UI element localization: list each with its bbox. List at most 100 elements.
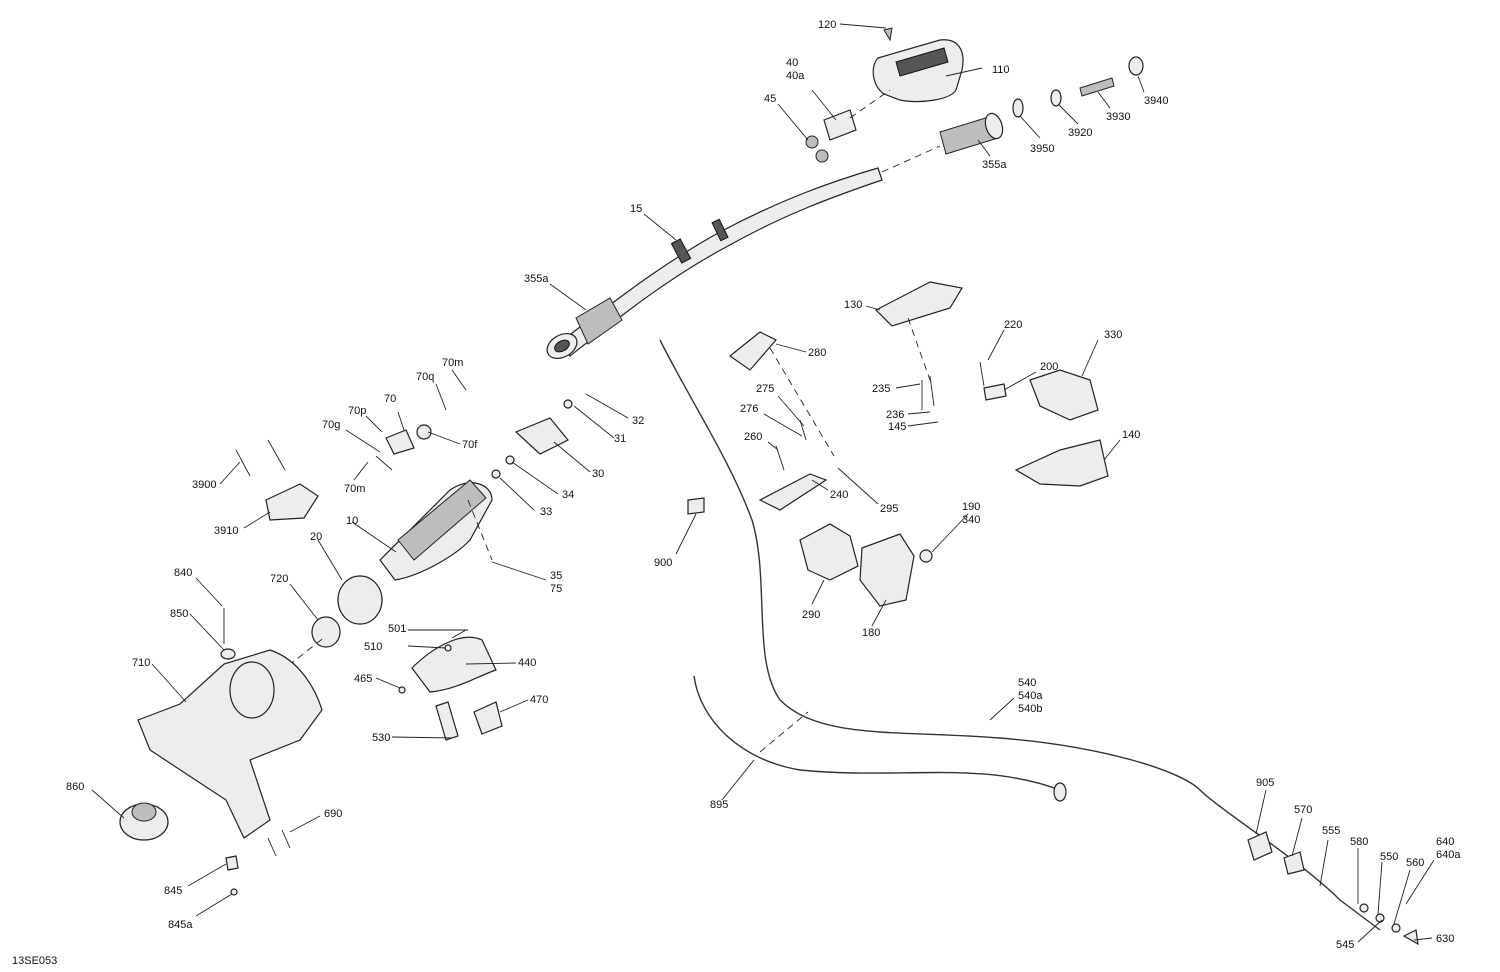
callout-240: 240 [830,489,848,501]
callout-line: 30 [592,468,604,480]
callout-line: 545 [1336,939,1354,951]
callout-line: 640a [1436,849,1461,861]
clamp [823,109,857,141]
callout-20: 20 [310,531,322,543]
callout-70g: 70g [322,419,340,431]
callout-line: 845a [168,919,193,931]
callout-line: 275 [756,383,774,395]
callout-840: 840 [174,567,192,579]
callout-line: 3930 [1106,111,1130,123]
callout-line: 15 [630,203,642,215]
callout-180: 180 [862,627,880,639]
callout-355a-left: 355a [524,273,549,285]
callout-220: 220 [1004,319,1022,331]
callout-3900: 3900 [192,479,216,491]
steering-support-group [119,608,323,896]
cable-boot [1247,831,1273,861]
cover [265,483,319,521]
callout-70m-top: 70m [442,357,463,369]
callout-470: 470 [530,694,548,706]
callout-line: 540 [1018,677,1036,689]
callout-845: 845 [164,885,182,897]
callout-line: 501 [388,623,406,635]
callout-line: 240 [830,489,848,501]
callout-line: 70q [416,371,434,383]
callout-3910: 3910 [214,525,238,537]
callout-290: 290 [802,609,820,621]
callout-3920: 3920 [1068,127,1092,139]
callout-line: 3940 [1144,95,1168,107]
callout-line: 110 [992,64,1010,76]
callout-440: 440 [518,657,536,669]
callout-70m-bot: 70m [344,483,365,495]
throttle-housing [872,39,964,103]
controls-group [728,281,1109,607]
callout-70: 70 [384,393,396,405]
callout-line: 905 [1256,777,1274,789]
callout-355a-top: 355a [982,159,1007,171]
connector [983,383,1007,401]
callout-580: 580 [1350,836,1368,848]
sensor-group [398,629,503,741]
hose [693,675,1061,791]
callout-845a: 845a [168,919,193,931]
callout-295: 295 [880,503,898,515]
callout-line: 140 [1122,429,1140,441]
hose-end [1053,782,1067,802]
callout-line: 120 [818,19,836,31]
callout-895: 895 [710,799,728,811]
callout-line: 840 [174,567,192,579]
callout-line: 20 [310,531,322,543]
callout-line: 540a [1018,690,1043,702]
clip [687,497,705,515]
callout-560: 560 [1406,857,1424,869]
callout-276: 276 [740,403,758,415]
callout-510: 510 [364,641,382,653]
plug [1128,56,1144,76]
callout-line: 3920 [1068,127,1092,139]
callout-line: 3910 [214,525,238,537]
sensor-arm [411,636,497,693]
callout-line: 220 [1004,319,1022,331]
callout-line: 235 [872,383,890,395]
connector [473,701,503,735]
callout-30: 30 [592,468,604,480]
callout-line: 640 [1436,836,1454,848]
callout-line: 35 [550,570,562,582]
callout-line: 555 [1322,825,1340,837]
callout-3930: 3930 [1106,111,1130,123]
callout-3950: 3950 [1030,143,1054,155]
lever-housing [874,281,963,327]
washer [1050,89,1062,107]
callout-line: 180 [862,627,880,639]
switch-bracket [514,417,569,455]
callout-line: 710 [132,657,150,669]
callout-130: 130 [844,299,862,311]
callout-line: 860 [66,781,84,793]
callout-line: 845 [164,885,182,897]
callout-530: 530 [372,732,390,744]
callout-line: 690 [324,808,342,820]
sensor [435,701,459,741]
washer [1012,98,1024,118]
callout-200: 200 [1040,361,1058,373]
callout-275: 275 [756,383,774,395]
callout-line: 3900 [192,479,216,491]
callout-line: 260 [744,431,762,443]
callout-465: 465 [354,673,372,685]
callout-630: 630 [1436,933,1454,945]
callout-501: 501 [388,623,406,635]
callout-line: 530 [372,732,390,744]
callout-line: 70g [322,419,340,431]
callout-line: 75 [550,583,562,595]
cable-end [1402,929,1419,946]
callout-line: 130 [844,299,862,311]
right-grip [939,112,1004,155]
switch-cover [859,533,915,607]
callout-line: 720 [270,573,288,585]
callout-line: 295 [880,503,898,515]
screw [1079,77,1115,97]
